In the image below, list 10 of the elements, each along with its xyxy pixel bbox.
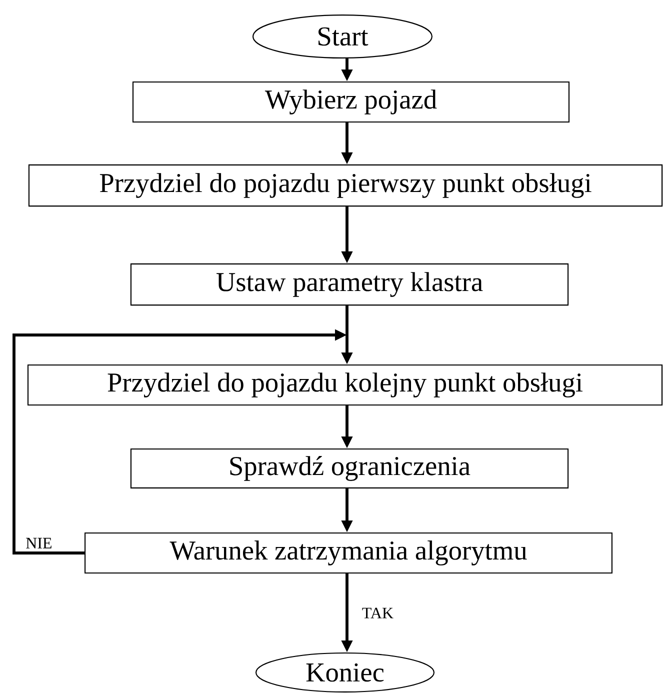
terminal-oval: Koniec (255, 652, 435, 692)
process-box: Sprawdź ograniczenia (130, 448, 569, 488)
terminal-oval: Start (252, 14, 432, 58)
process-box: Przydziel do pojazdu kolejny punkt obsługi (27, 364, 663, 406)
process-box: Ustaw parametry klastra (130, 263, 569, 306)
process-box: Przydziel do pojazdu pierwszy punkt obsługi (28, 164, 663, 207)
process-box: Warunek zatrzymania algorytmu (84, 532, 612, 574)
edge-label: TAK (362, 608, 394, 618)
process-box: Wybierz pojazd (132, 81, 570, 123)
edge-label: NIE (26, 538, 52, 548)
